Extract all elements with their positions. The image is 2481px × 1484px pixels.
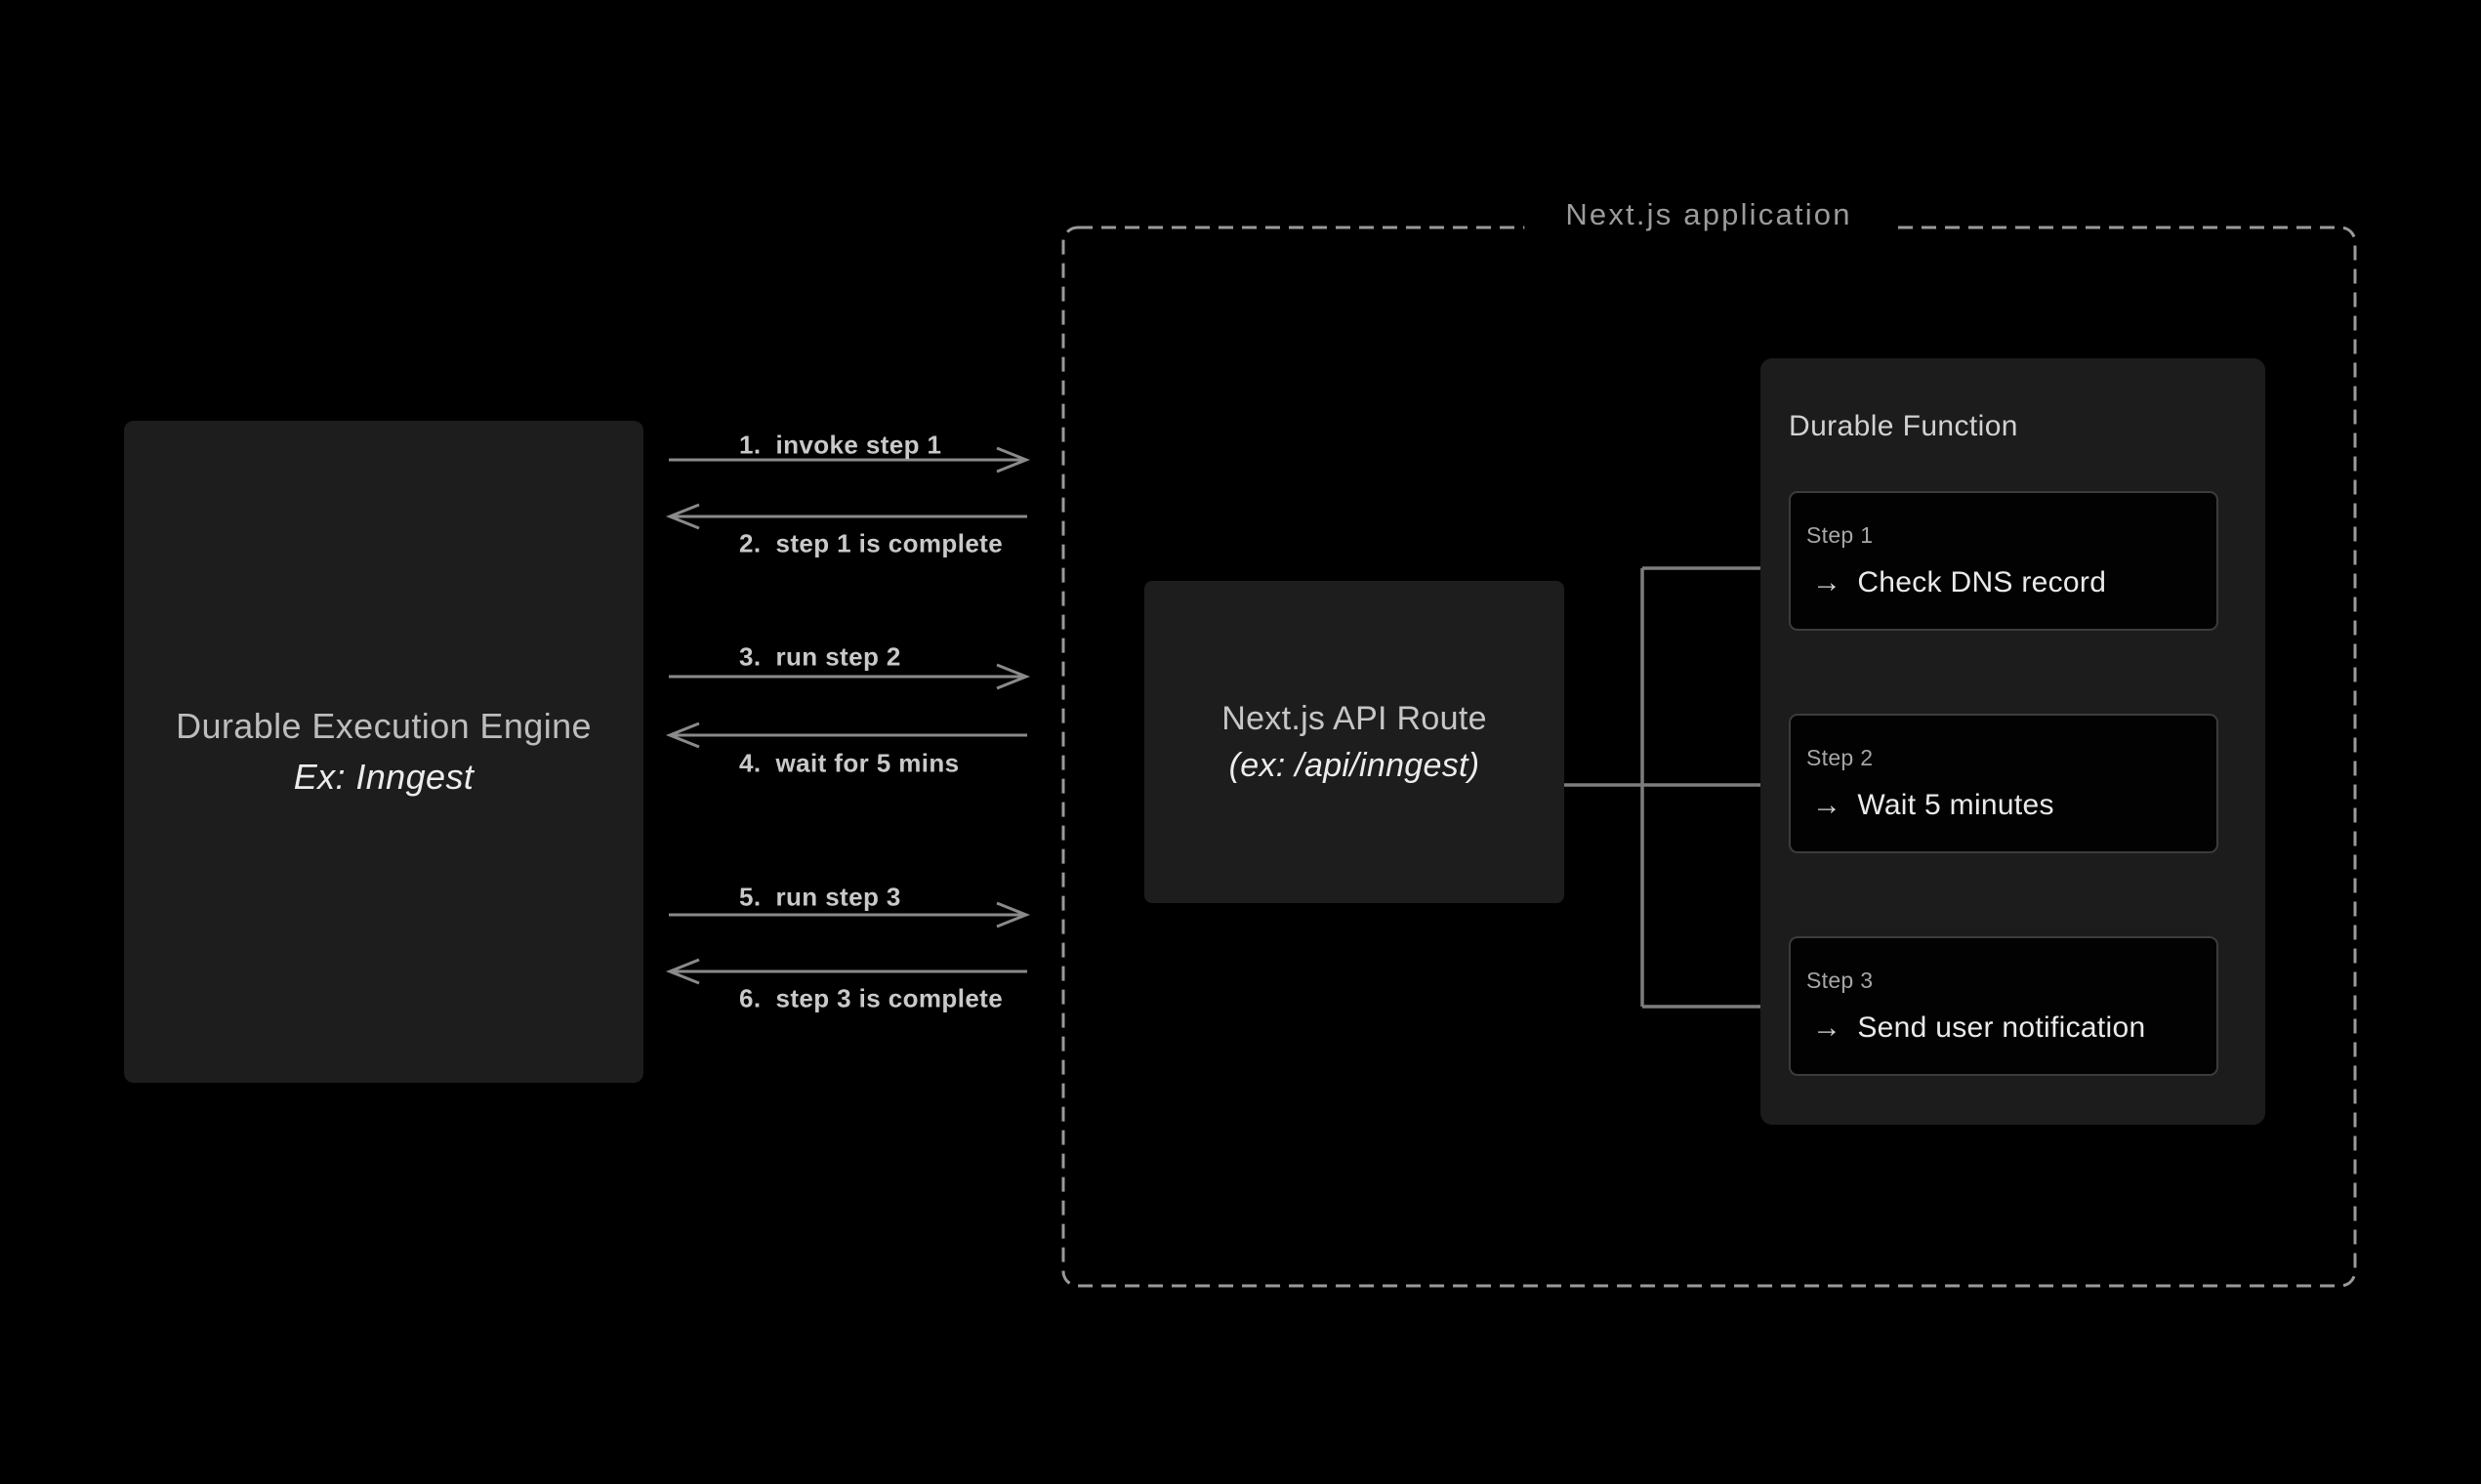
- message-text: invoke step 1: [775, 430, 942, 460]
- step-card-2: Step 2 → Wait 5 minutes: [1789, 714, 2218, 853]
- step-action-row: → Wait 5 minutes: [1812, 788, 2216, 823]
- message-number: 4.: [739, 748, 762, 778]
- message-text: wait for 5 mins: [775, 748, 960, 778]
- step-action-text: Check DNS record: [1857, 566, 2107, 598]
- message-label-3: 3. run step 2: [739, 642, 901, 673]
- message-arrow-left-4: [665, 721, 1027, 749]
- application-boundary-dashed-border: [1061, 226, 2357, 1288]
- message-number: 2.: [739, 528, 762, 558]
- message-text: step 1 is complete: [775, 528, 1004, 558]
- step-action-text: Wait 5 minutes: [1857, 789, 2054, 821]
- engine-box-subtitle: Ex: Inngest: [293, 757, 475, 797]
- engine-box-title: Durable Execution Engine: [176, 706, 592, 746]
- message-text: run step 3: [775, 882, 901, 912]
- message-label-1: 1. invoke step 1: [739, 431, 941, 461]
- durable-function-panel: Durable Function Step 1 → Check DNS reco…: [1760, 358, 2265, 1125]
- right-arrow-icon: →: [1812, 789, 1842, 821]
- message-text: step 3 is complete: [775, 983, 1004, 1013]
- message-label-2: 2. step 1 is complete: [739, 529, 1003, 559]
- message-arrow-left-6: [665, 958, 1027, 985]
- nextjs-application-label: Next.js application: [1524, 191, 1893, 238]
- step-action-row: → Send user notification: [1812, 1010, 2216, 1046]
- step-label: Step 3: [1806, 968, 1874, 993]
- durable-function-title: Durable Function: [1789, 410, 2018, 442]
- right-arrow-icon: →: [1812, 566, 1842, 598]
- message-number: 6.: [739, 983, 762, 1013]
- nextjs-api-route-box: Next.js API Route (ex: /api/inngest): [1144, 581, 1564, 903]
- message-arrow-left-2: [665, 503, 1027, 530]
- durable-execution-engine-box: Durable Execution Engine Ex: Inngest: [124, 421, 643, 1083]
- message-label-6: 6. step 3 is complete: [739, 984, 1003, 1014]
- api-route-path: (ex: /api/inngest): [1228, 747, 1480, 784]
- step-card-3: Step 3 → Send user notification: [1789, 936, 2218, 1076]
- step-action-text: Send user notification: [1857, 1011, 2146, 1044]
- step-card-1: Step 1 → Check DNS record: [1789, 491, 2218, 631]
- message-arrow-right-1: [669, 446, 1031, 474]
- right-arrow-icon: →: [1812, 1011, 1842, 1044]
- api-route-title: Next.js API Route: [1221, 700, 1487, 737]
- message-label-5: 5. run step 3: [739, 883, 901, 913]
- message-number: 3.: [739, 641, 762, 672]
- step-label: Step 2: [1806, 745, 1874, 770]
- message-label-4: 4. wait for 5 mins: [739, 749, 960, 779]
- step-action-row: → Check DNS record: [1812, 565, 2216, 600]
- step-label: Step 1: [1806, 522, 1874, 548]
- message-number: 1.: [739, 430, 762, 460]
- message-text: run step 2: [775, 641, 901, 672]
- message-number: 5.: [739, 882, 762, 912]
- message-arrow-right-3: [669, 663, 1031, 690]
- message-arrow-right-5: [669, 901, 1031, 928]
